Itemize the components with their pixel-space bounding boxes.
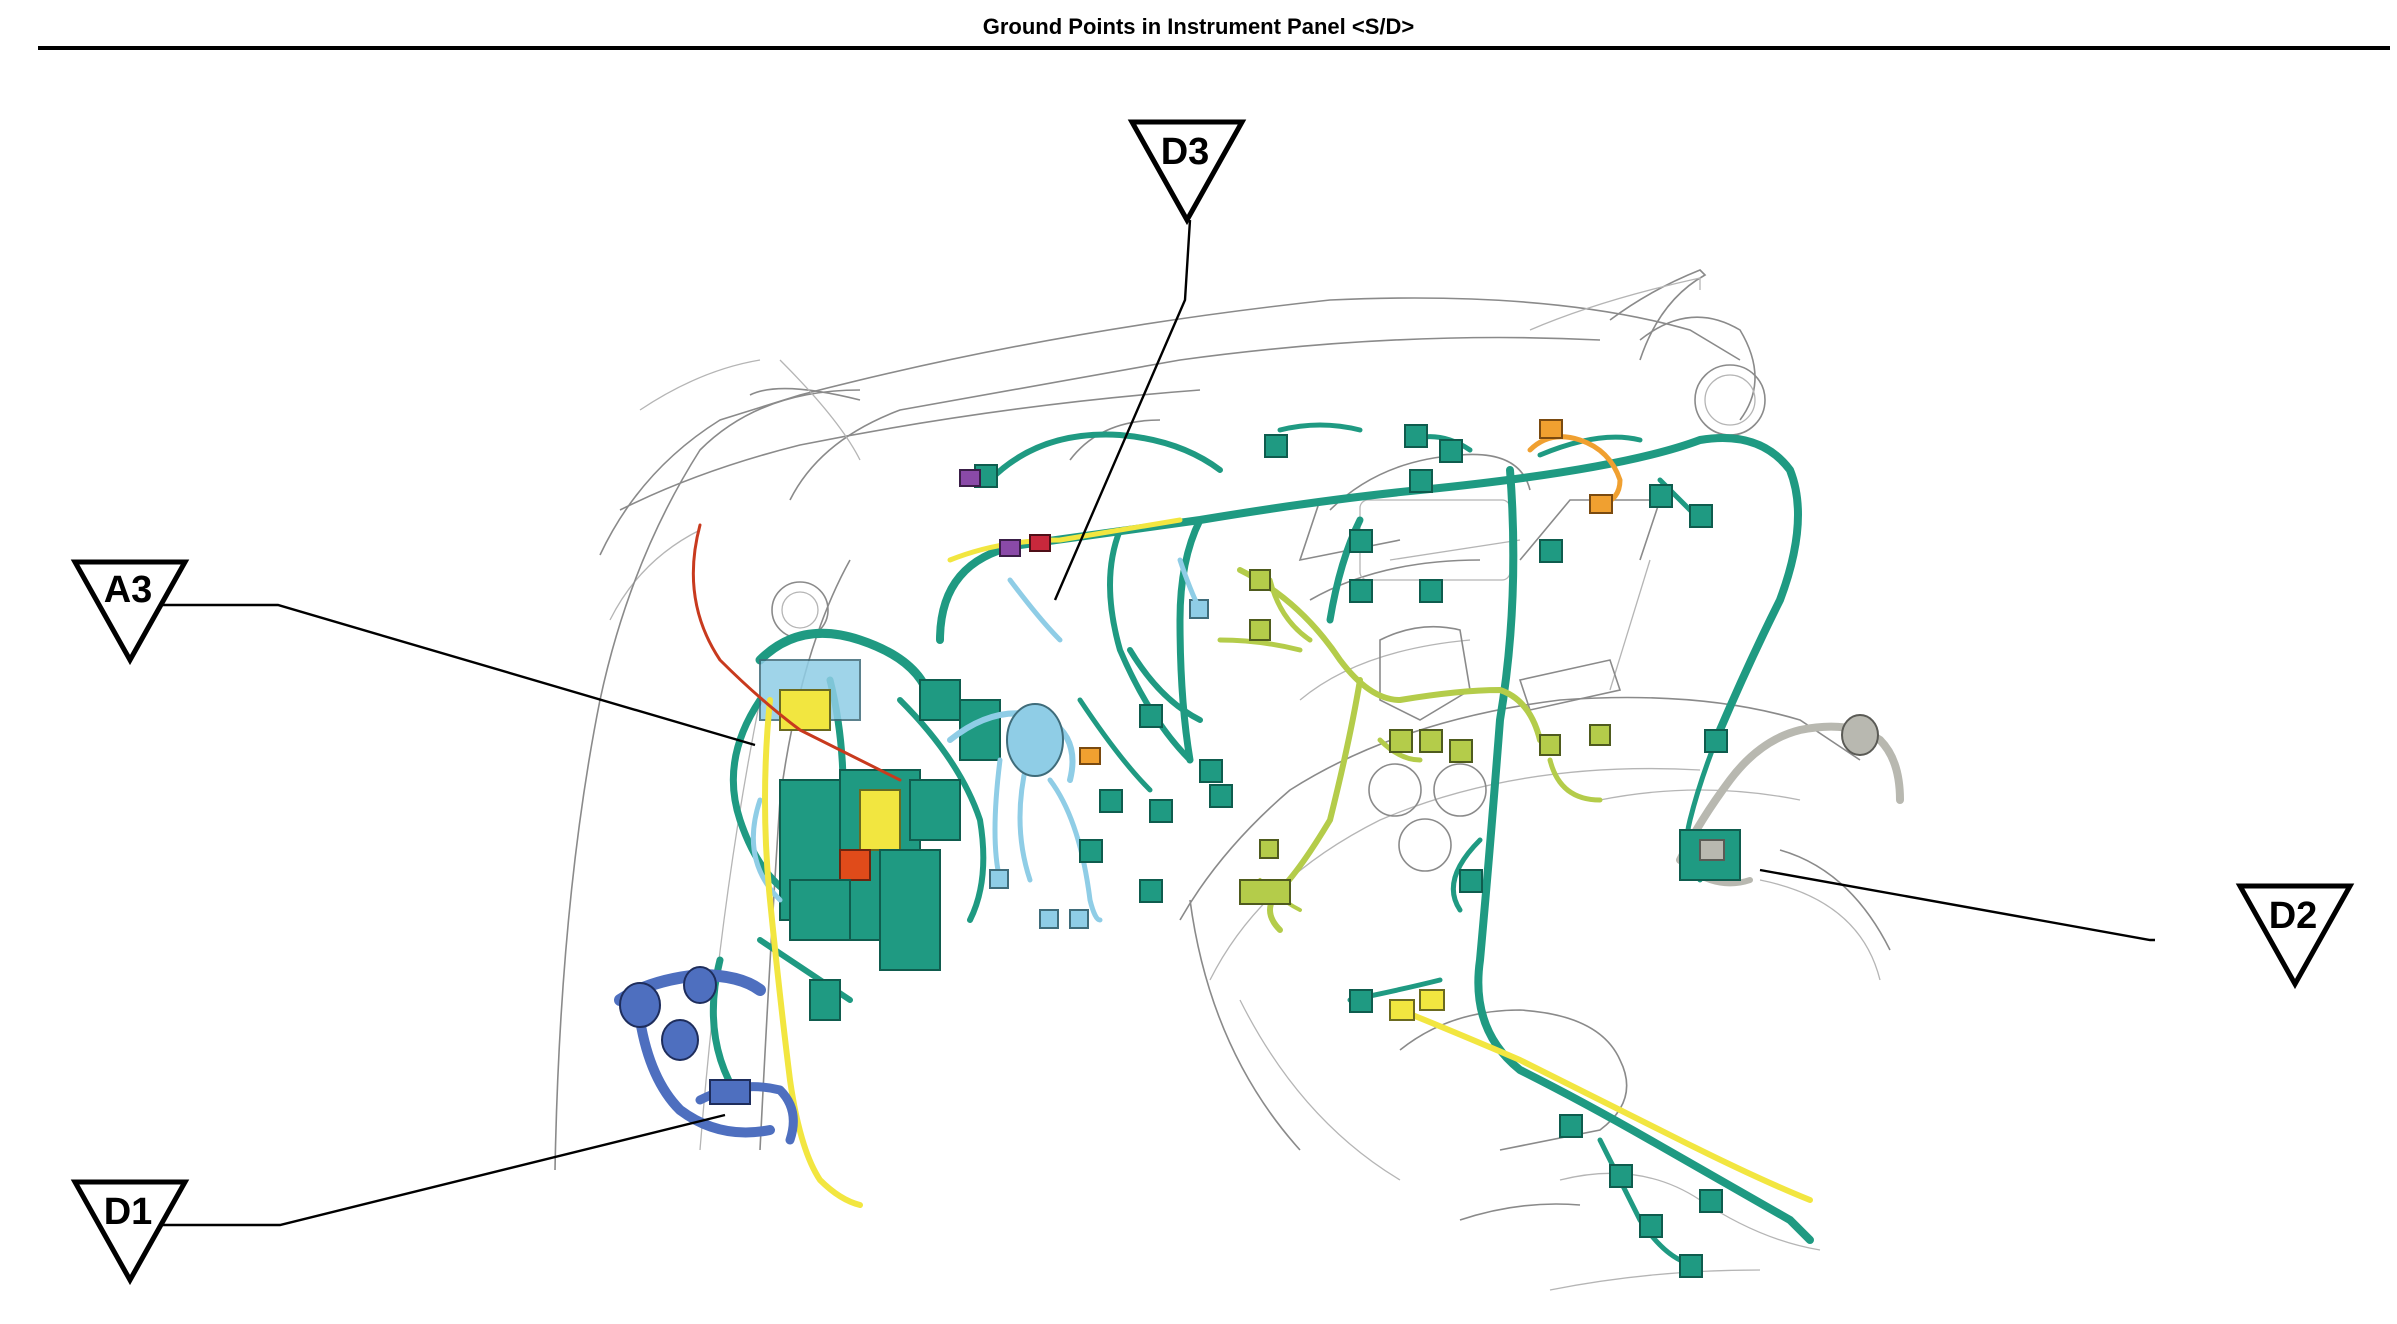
orange-harness <box>1079 419 1623 765</box>
marker-d2[interactable]: D2 <box>2235 883 2355 990</box>
blue-harness <box>614 966 798 1145</box>
page-title: Ground Points in Instrument Panel <S/D> <box>982 14 1415 39</box>
yellow-harness <box>762 517 1813 1208</box>
title-rule <box>38 46 2390 50</box>
lime-harness <box>1217 567 1611 933</box>
marker-d3-label: D3 <box>1161 131 1210 173</box>
leader-lines <box>158 219 2155 1227</box>
gray-harness-right <box>1676 714 1904 887</box>
marker-d2-label: D2 <box>2269 895 2318 937</box>
marker-a3-label: A3 <box>104 569 153 611</box>
marker-d1[interactable]: D1 <box>70 1179 190 1286</box>
marker-d1-label: D1 <box>104 1191 153 1233</box>
marker-a3[interactable]: A3 <box>70 559 190 666</box>
left-junction-block <box>709 628 1001 1104</box>
light-blue-harness <box>750 557 1209 929</box>
red-wire <box>691 523 902 782</box>
connectors <box>959 424 1728 1278</box>
marker-d3[interactable]: D3 <box>1127 119 1247 226</box>
